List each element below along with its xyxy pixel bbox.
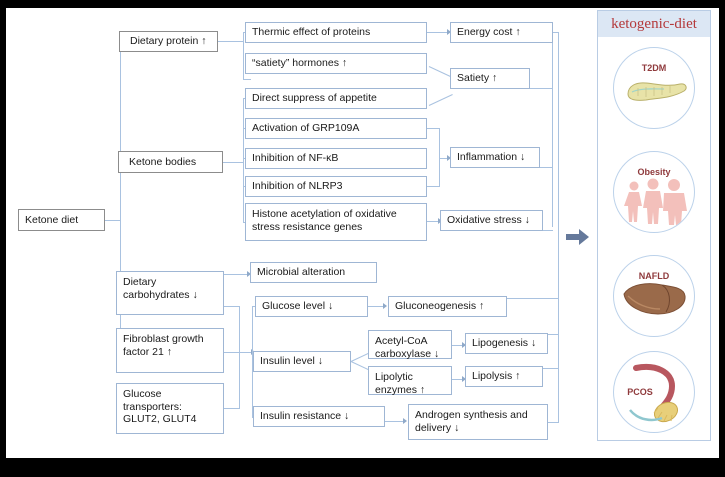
node-fgf21[interactable]: Fibroblast growth factor 21 ↑ <box>116 328 224 373</box>
connector <box>540 167 553 168</box>
arrow-head-icon <box>383 303 387 309</box>
arrow-head-icon <box>403 418 407 424</box>
connector <box>243 79 251 80</box>
connector <box>224 352 240 353</box>
disease-circle-pcos[interactable] <box>613 351 695 433</box>
arrow-head-icon <box>447 29 451 35</box>
node-gluconeogenesis[interactable]: Gluconeogenesis ↑ <box>388 296 507 317</box>
node-lipolysis[interactable]: Lipolysis ↑ <box>465 366 543 387</box>
connector <box>547 334 559 335</box>
arrow-head-icon <box>462 376 466 382</box>
connector <box>547 422 559 423</box>
connector <box>252 306 253 418</box>
node-glucose-transporters[interactable]: Glucose transporters: GLUT2, GLUT4 <box>116 383 224 434</box>
node-satiety[interactable]: Satiety ↑ <box>450 68 530 89</box>
connector <box>542 368 559 369</box>
node-direct-suppress-appetite[interactable]: Direct suppress of appetite <box>245 88 427 109</box>
connector <box>530 88 553 89</box>
connector <box>427 32 449 33</box>
connector <box>252 306 255 307</box>
connector <box>506 298 559 299</box>
arrow-head-icon <box>447 155 451 161</box>
arrow-head-icon <box>247 271 251 277</box>
node-androgen-synthesis[interactable]: Androgen synthesis and delivery ↓ <box>408 404 548 440</box>
disease-label-t2dm: T2DM <box>641 63 667 73</box>
node-dietary-protein[interactable]: Dietary protein ↑ <box>119 31 218 52</box>
disease-label-obesity: Obesity <box>637 167 671 177</box>
connector <box>224 408 240 409</box>
pancreas-icon <box>627 82 687 101</box>
body-silhouettes-icon <box>624 178 687 225</box>
connector <box>385 421 405 422</box>
node-ketone-bodies[interactable]: Ketone bodies <box>118 151 223 173</box>
connector <box>558 32 559 422</box>
node-insulin-level[interactable]: Insulin level ↓ <box>253 351 351 372</box>
node-inflammation[interactable]: Inflammation ↓ <box>450 147 540 168</box>
node-glucose-level[interactable]: Glucose level ↓ <box>255 296 368 317</box>
node-acetyl-coa-carboxylase[interactable]: Acetyl-CoA carboxylase ↓ <box>368 330 452 360</box>
connector <box>452 379 466 380</box>
ovary-icon <box>629 364 679 423</box>
node-energy-cost[interactable]: Energy cost ↑ <box>450 22 553 43</box>
node-inhibition-nlrp3[interactable]: Inhibition of NLRP3 <box>245 176 427 197</box>
connector <box>452 345 466 346</box>
node-lipolytic-enzymes[interactable]: Lipolytic enzymes ↑ <box>368 366 452 396</box>
connector <box>243 32 244 80</box>
connector <box>223 162 244 163</box>
connector <box>428 94 453 106</box>
disease-circle-t2dm[interactable] <box>613 47 695 129</box>
connector <box>427 186 440 187</box>
node-microbial-alteration[interactable]: Microbial alteration <box>250 262 377 283</box>
disease-label-pcos: PCOS <box>627 387 653 397</box>
connector <box>218 41 244 42</box>
ketogenic-diet-panel: ketogenic-diet T2DM <box>597 10 711 441</box>
node-thermic-effect[interactable]: Thermic effect of proteins <box>245 22 427 43</box>
disease-circle-obesity[interactable] <box>613 151 695 233</box>
connector <box>239 306 240 409</box>
node-inhibition-nfkb[interactable]: Inhibition of NF-κB <box>245 148 427 169</box>
node-dietary-carbohydrates[interactable]: Dietary carbohydrates ↓ <box>116 271 224 315</box>
panel-title: ketogenic-diet <box>598 11 710 37</box>
node-activation-grp109a[interactable]: Activation of GRP109A <box>245 118 427 139</box>
connector <box>552 32 553 227</box>
connector <box>427 128 440 129</box>
connector <box>439 158 449 159</box>
panel-title-text: ketogenic-diet <box>611 15 697 32</box>
node-satiety-hormones[interactable]: “satiety” hormones ↑ <box>245 53 427 74</box>
node-oxidative-stress[interactable]: Oxidative stress ↓ <box>440 210 543 231</box>
connector <box>552 32 559 33</box>
arrow-head-icon <box>462 342 466 348</box>
connector <box>224 274 249 275</box>
connector <box>224 306 240 307</box>
node-lipogenesis[interactable]: Lipogenesis ↓ <box>465 333 548 354</box>
node-insulin-resistance[interactable]: Insulin resistance ↓ <box>253 406 385 427</box>
connector <box>105 220 121 221</box>
liver-icon <box>623 283 686 315</box>
node-ketone-diet[interactable]: Ketone diet <box>18 209 105 231</box>
disease-label-nafld: NAFLD <box>638 271 670 281</box>
connector <box>543 230 553 231</box>
connector <box>239 352 253 353</box>
node-histone-acetylation[interactable]: Histone acetylation of oxidative stress … <box>245 203 427 241</box>
disease-circle-nafld[interactable] <box>613 255 695 337</box>
connector <box>439 128 440 186</box>
connector <box>427 221 441 222</box>
right-arrow-icon <box>566 229 590 245</box>
connector <box>120 41 121 367</box>
connector <box>243 98 244 223</box>
connector <box>368 306 385 307</box>
